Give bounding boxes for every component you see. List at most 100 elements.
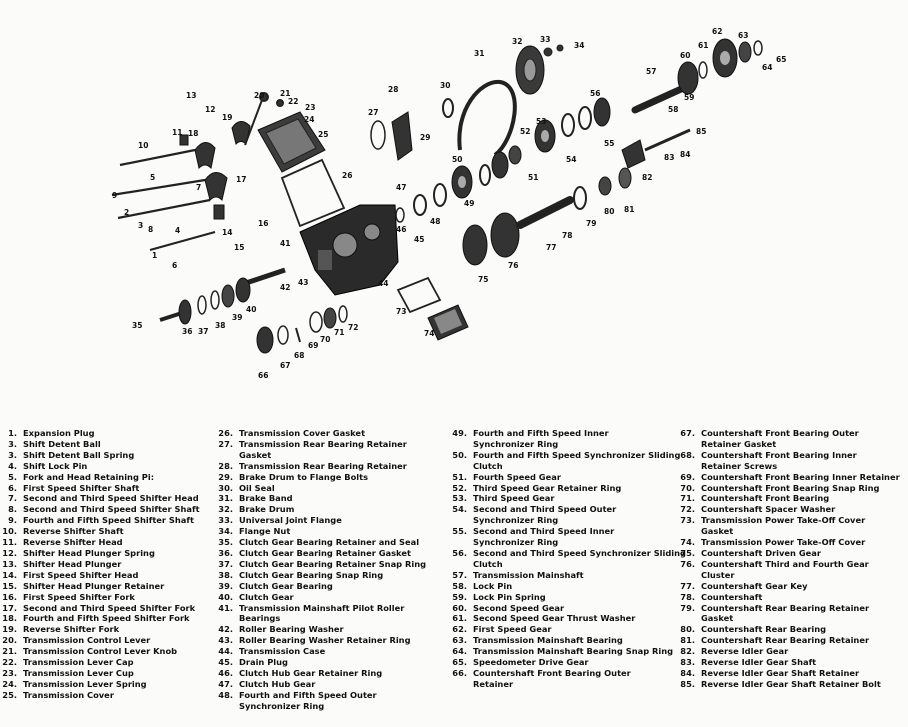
legend-item: 80.Countershaft Rear Bearing	[678, 624, 900, 635]
legend-item-text: Transmission Mainshaft Pilot Roller	[239, 602, 405, 613]
callout-47: 47	[396, 183, 406, 192]
legend-item-text: Second and Third Speed Shifter Shaft	[23, 504, 200, 515]
legend-item-number: 60.	[452, 602, 467, 613]
legend-item-text: Countershaft Front Bearing	[701, 493, 830, 504]
legend-item-text: Transmission Mainshaft	[473, 569, 584, 580]
legend-item: 18.Fourth and Fifth Speed Shifter Fork	[0, 613, 200, 624]
legend-item: 83.Reverse Idler Gear Shaft	[678, 657, 900, 668]
legend-item-number: 44.	[218, 646, 233, 657]
legend-item-text: Retainer	[473, 678, 514, 689]
shifter-shafts	[111, 148, 216, 252]
legend-item-text: Transmission Control Lever	[23, 635, 151, 646]
legend-item-text: Transmission Cover Gasket	[239, 428, 366, 438]
legend-item: 14.First Speed Shifter Head	[0, 570, 200, 581]
callout-15: 15	[234, 243, 244, 252]
legend-item-number: 52.	[452, 482, 467, 493]
legend-item: Bearings	[216, 613, 426, 624]
legend-item: Synchronizer Ring	[216, 701, 426, 712]
legend-item: 25.Transmission Cover	[0, 690, 200, 701]
legend-item: 26.Transmission Cover Gasket	[216, 428, 426, 439]
legend-item: 29.Brake Drum to Flange Bolts	[216, 472, 426, 483]
legend-item-text: Clutch	[473, 460, 503, 471]
callout-50: 50	[452, 155, 462, 164]
callout-56: 56	[590, 89, 600, 98]
legend-item: 75.Countershaft Driven Gear	[678, 548, 900, 559]
callout-67: 67	[280, 361, 290, 370]
callout-55: 55	[604, 139, 614, 148]
legend-item: 53.Third Speed Gear	[450, 493, 686, 504]
legend-item-number: 11.	[2, 537, 17, 548]
legend-item-number: 47.	[218, 678, 233, 689]
legend-item-number: 78.	[680, 591, 695, 602]
legend-item-text: Third Speed Gear Retainer Ring	[473, 482, 622, 493]
legend-item-text: Reverse Shifter Fork	[23, 624, 120, 635]
legend-item-number: 34.	[218, 526, 233, 537]
legend-item-number: 53.	[452, 493, 467, 504]
callout-80: 80	[604, 207, 614, 216]
legend-item: 57.Transmission Mainshaft	[450, 570, 686, 581]
legend-item-number: 35.	[218, 537, 233, 548]
legend-item-number: 68.	[680, 449, 695, 460]
legend-item: Synchronizer Ring	[450, 515, 686, 526]
callout-33: 33	[540, 35, 550, 44]
legend-item-number: 33.	[218, 515, 233, 526]
legend-item: 58.Lock Pin	[450, 581, 686, 592]
legend-item-text: Countershaft Spacer Washer	[701, 504, 836, 515]
legend-item-number: 10.	[2, 526, 17, 537]
legend-item-text: Bearings	[239, 613, 281, 624]
callout-6: 6	[172, 261, 177, 270]
legend-item-number: 67.	[680, 428, 695, 438]
legend-item: 63.Transmission Mainshaft Bearing	[450, 635, 686, 646]
legend-item: 24.Transmission Lever Spring	[0, 679, 200, 690]
legend-item-number: 3.	[8, 449, 17, 460]
legend-item-number: 48.	[218, 689, 233, 700]
legend-item-number: 9.	[8, 515, 17, 526]
legend-item: Synchronizer Ring	[450, 537, 686, 548]
callout-10: 10	[138, 141, 148, 150]
legend-item: 38.Clutch Gear Bearing Snap Ring	[216, 570, 426, 581]
legend-item-number: 46.	[218, 667, 233, 678]
legend-item: 30.Oil Seal	[216, 483, 426, 494]
legend-item-text: Fourth and Fifth Speed Outer	[239, 689, 377, 700]
legend-item: 22.Transmission Lever Cap	[0, 657, 200, 668]
control-lever	[244, 92, 284, 146]
legend-item: 78.Countershaft	[678, 592, 900, 603]
callout-76: 76	[508, 261, 518, 270]
legend-item: 56.Second and Third Speed Synchronizer S…	[450, 548, 686, 559]
legend-item-text: Transmission Power Take-Off Cover	[701, 515, 866, 526]
legend-item-text: Retainer Screws	[701, 460, 778, 471]
callout-41: 41	[280, 239, 290, 248]
legend-item-number: 23.	[2, 667, 17, 678]
legend-item-number: 79.	[680, 602, 695, 613]
legend-item: 84.Reverse Idler Gear Shaft Retainer	[678, 668, 900, 679]
callout-34: 34	[574, 41, 584, 50]
legend-item: 37.Clutch Gear Bearing Retainer Snap Rin…	[216, 559, 426, 570]
legend-item-text: Shift Detent Ball Spring	[23, 449, 135, 460]
legend-item-text: Second and Third Speed Outer	[473, 504, 617, 515]
legend-item-text: First Speed Gear	[473, 624, 552, 635]
legend-item: Gasket	[216, 450, 426, 461]
legend-item-text: Transmission Lever Spring	[23, 678, 147, 689]
legend-item: 39.Clutch Gear Bearing	[216, 581, 426, 592]
callout-77: 77	[546, 243, 556, 252]
legend-item-number: 17.	[2, 602, 17, 613]
legend-item-text: Countershaft Third and Fourth Gear	[701, 558, 869, 569]
legend-item: 34.Flange Nut	[216, 526, 426, 537]
legend-item-number: 22.	[2, 657, 17, 668]
legend-item: Gasket	[678, 613, 900, 624]
legend-item: 65.Speedometer Drive Gear	[450, 657, 686, 668]
callout-17: 17	[236, 175, 246, 184]
legend-item-text: Countershaft Front Bearing Inner	[701, 449, 857, 460]
callout-78: 78	[562, 231, 572, 240]
legend-item: 49.Fourth and Fifth Speed Inner	[450, 428, 686, 439]
legend-item: Clutch	[450, 559, 686, 570]
legend-item-text: Cluster	[701, 569, 735, 580]
callout-21: 21	[280, 89, 290, 98]
legend-item: 16.First Speed Shifter Fork	[0, 592, 200, 603]
legend-item-number: 18.	[2, 613, 17, 624]
legend-item: Synchronizer Ring	[450, 439, 686, 450]
legend-item-number: 43.	[218, 635, 233, 646]
legend-item-text: Transmission Rear Bearing Retainer	[239, 460, 407, 471]
